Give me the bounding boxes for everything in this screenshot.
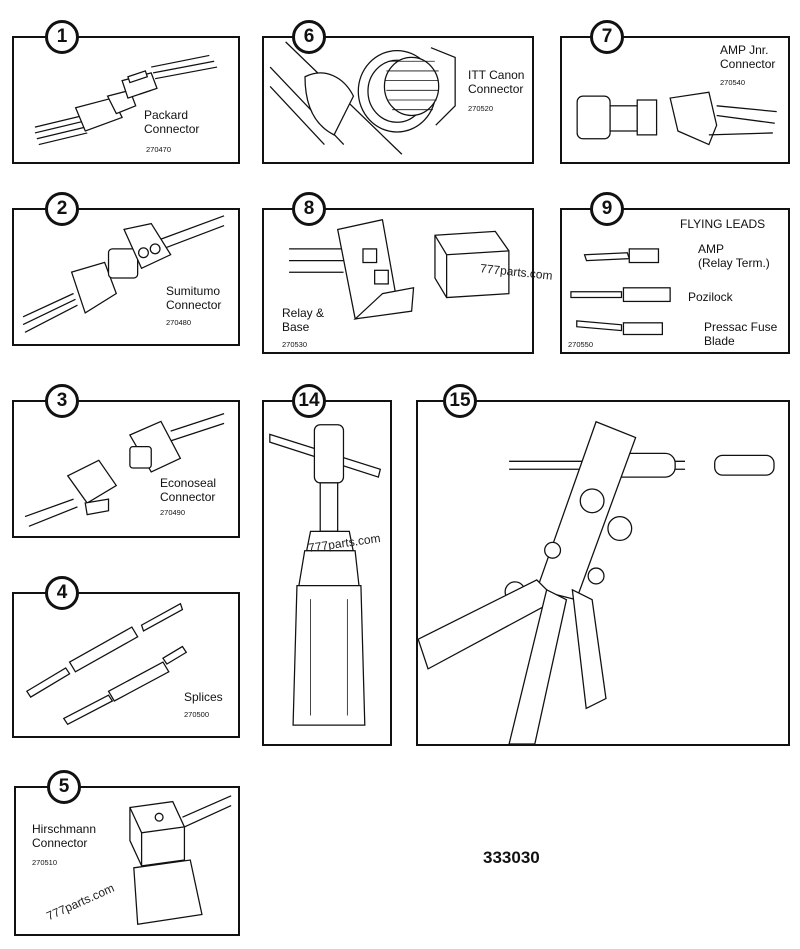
packard-code: 270470	[146, 145, 172, 154]
panel-econoseal-connector: Econoseal Connector 270490	[12, 400, 240, 538]
sumitumo-label: Sumitumo Connector	[166, 284, 222, 312]
crimping-tool-illustration	[418, 420, 775, 744]
sumitumo-illustration	[22, 215, 225, 333]
flying-leads-title: FLYING LEADS	[680, 217, 766, 231]
splices-illustration	[25, 602, 188, 726]
panel-sumitumo-connector: Sumitumo Connector 270480	[12, 208, 240, 346]
hirschmann-code: 270510	[32, 858, 58, 867]
relay-base-illustration	[289, 218, 510, 320]
callout-6: 6	[292, 20, 326, 54]
amp-jnr-illustration	[576, 91, 777, 146]
panel-itt-canon-connector: ITT Canon Connector 270520	[262, 36, 534, 164]
panel-amp-jnr-connector: AMP Jnr. Connector 270540	[560, 36, 790, 164]
panel-flying-leads: FLYING LEADS AMP (Relay Term.) Pozilock …	[560, 208, 790, 354]
splices-code: 270500	[184, 710, 210, 719]
pressac-fuse-blade-label: Pressac Fuse Blade	[704, 320, 778, 348]
packard-label: Packard Connector	[144, 108, 200, 136]
amp-relay-term-label: AMP (Relay Term.)	[698, 242, 770, 270]
sumitumo-code: 270480	[166, 318, 192, 327]
flying-leads-illustration	[570, 248, 671, 336]
callout-2: 2	[45, 192, 79, 226]
splices-label: Splices	[184, 690, 223, 704]
itt-canon-illustration	[269, 41, 456, 155]
callout-1: 1	[45, 20, 79, 54]
amp-jnr-code: 270540	[720, 78, 746, 87]
relay-base-code: 270530	[282, 340, 308, 349]
econoseal-code: 270490	[160, 508, 186, 517]
callout-8: 8	[292, 192, 326, 226]
flying-leads-code: 270550	[568, 340, 594, 349]
callout-15: 15	[443, 384, 477, 418]
panel-crimp-tool-15	[416, 400, 790, 746]
callout-3: 3	[45, 384, 79, 418]
callout-7: 7	[590, 20, 624, 54]
panel-splices: Splices 270500	[12, 592, 240, 738]
terminal-tool-illustration	[269, 424, 382, 726]
itt-canon-code: 270520	[468, 104, 494, 113]
econoseal-illustration	[24, 413, 225, 527]
econoseal-label: Econoseal Connector	[160, 476, 217, 504]
callout-5: 5	[47, 770, 81, 804]
packard-connector-illustration	[34, 54, 218, 146]
pozilock-label: Pozilock	[688, 290, 733, 304]
panel-packard-connector: Packard Connector 270470	[12, 36, 240, 164]
panel-hirschmann-connector: Hirschmann Connector 270510	[14, 786, 240, 936]
hirschmann-illustration	[129, 795, 232, 925]
part-number: 333030	[483, 848, 540, 867]
panel-relay-and-base: Relay & Base 270530	[262, 208, 534, 354]
itt-canon-label: ITT Canon Connector	[468, 68, 525, 96]
relay-base-label: Relay & Base	[282, 306, 325, 334]
callout-9: 9	[590, 192, 624, 226]
callout-14: 14	[292, 384, 326, 418]
panel-tool-14	[262, 400, 392, 746]
hirschmann-label: Hirschmann Connector	[32, 822, 97, 850]
callout-4: 4	[45, 576, 79, 610]
amp-jnr-label: AMP Jnr. Connector	[720, 43, 776, 71]
